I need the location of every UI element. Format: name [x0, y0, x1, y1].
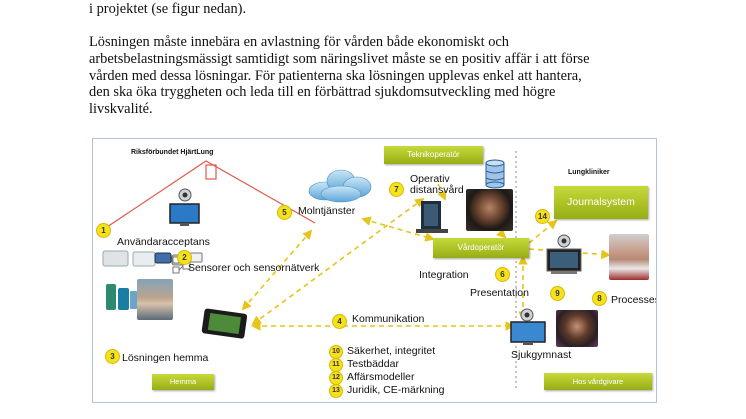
badge-4: 4: [332, 314, 347, 329]
operativ-label: Operativ distansvård: [410, 174, 464, 196]
badge-3: 3: [105, 349, 120, 364]
operator-photo: [466, 189, 513, 231]
paragraph-line-4: den ska öka tryggheten och leda till en …: [89, 84, 556, 100]
badge-7: 7: [389, 182, 404, 197]
list-badge: 12: [329, 371, 343, 385]
patient-photo: [137, 279, 173, 320]
kommunikation-label: Kommunikation: [352, 313, 425, 325]
molntjanster-label: Molntjänster: [298, 205, 356, 217]
list-badge: 10: [329, 345, 343, 359]
text-line-top: i projektet (se figur nedan).: [89, 1, 247, 17]
cloud-icon: [308, 169, 372, 203]
badge-2: 2: [177, 250, 192, 265]
list-badge: 13: [329, 384, 343, 398]
teknikoperator-box: Teknikoperatör: [384, 146, 483, 164]
anvandaracceptans-label: Användaracceptans: [117, 236, 210, 248]
laptop-icon: [416, 201, 448, 233]
operativ-line-1: Operativ: [410, 173, 450, 185]
badge-14: 14: [535, 209, 550, 224]
hos-vardgivare-box: Hos vårdgivare: [544, 373, 652, 390]
list-label: Affärsmodeller: [347, 371, 415, 383]
riksforbundet-label: Riksförbundet HjärtLung: [131, 149, 214, 156]
physiotherapist-photo: [556, 310, 598, 347]
paragraph-line-5: livskvalité.: [89, 101, 153, 117]
losningen-hemma-label: Lösningen hemma: [122, 352, 209, 364]
processes-label: Processes: [611, 294, 657, 306]
integration-label: Integration: [419, 269, 469, 281]
badge-5: 5: [277, 205, 292, 220]
hemma-box: Hemma: [152, 374, 214, 390]
doctor-photo: [609, 234, 649, 280]
project-figure: Riksförbundet HjärtLung Användaracceptan…: [92, 138, 657, 403]
badge-6: 6: [495, 267, 510, 282]
tablet-icon: [201, 308, 248, 339]
presentation-label: Presentation: [470, 287, 529, 299]
lungkliniker-label: Lungkliniker: [568, 169, 610, 176]
list-label: Testbäddar: [347, 358, 399, 370]
sjukgymnast-label: Sjukgymnast: [511, 349, 572, 361]
badge-9: 9: [550, 286, 565, 301]
figure-graphics: [100, 151, 611, 389]
list-label: Juridik, CE-märkning: [347, 384, 445, 396]
paragraph-line-3: vården med dessa lösningar. För patiente…: [89, 68, 582, 84]
medical-equipment-icon: [106, 284, 137, 310]
monitor-icon: [169, 203, 582, 345]
house-roof: [100, 160, 316, 232]
paragraph-line-2: arbetsbelastningsmässigt samtidigt som n…: [89, 51, 590, 67]
vardoperator-box: Vårdoperatör: [433, 238, 529, 258]
badge-8: 8: [592, 291, 607, 306]
list-badge: 11: [329, 358, 343, 372]
database-icon: [485, 159, 505, 189]
paragraph-line-1: Lösningen måste innebära en avlastning f…: [89, 34, 509, 50]
operativ-line-2: distansvård: [410, 184, 464, 196]
journalsystem-box: Journalsystem: [554, 186, 648, 219]
badge-1: 1: [96, 223, 111, 238]
list-label: Säkerhet, integritet: [347, 345, 436, 357]
sensorer-label: Sensorer och sensornätverk: [188, 262, 320, 274]
